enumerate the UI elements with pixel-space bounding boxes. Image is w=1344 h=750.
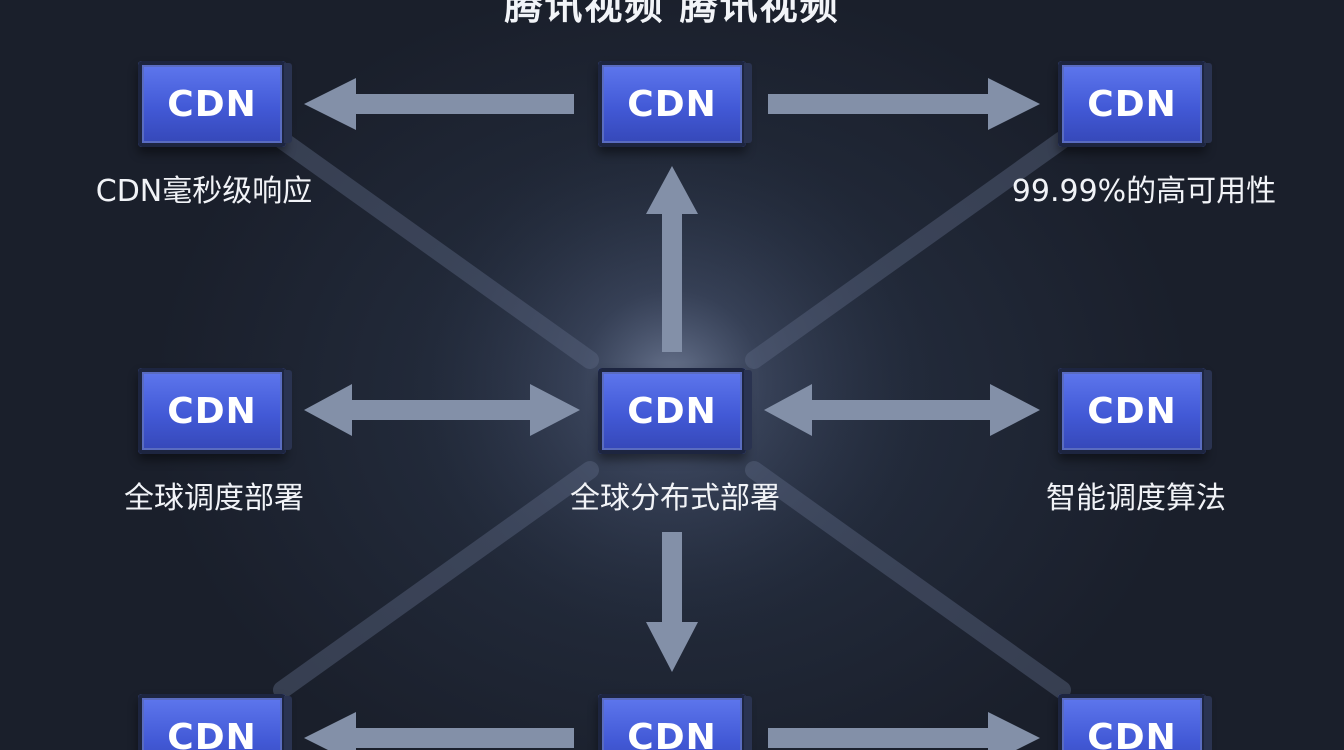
caption-center: 全球分布式部署 — [570, 481, 780, 516]
diagonal-links — [273, 131, 1071, 699]
link-bottom-left — [273, 461, 599, 699]
cdn-node-bottom-center: CDN — [598, 694, 752, 750]
cdn-node-top-right: CDN — [1058, 61, 1212, 147]
cdn-node-label: CDN — [167, 390, 257, 432]
cdn-node-middle-left: CDN — [138, 368, 292, 454]
arrow-bottom-to-right — [768, 712, 1040, 750]
cdn-node-top-center: CDN — [598, 61, 752, 147]
cdn-node-top-left: CDN — [138, 61, 292, 147]
link-bottom-right — [745, 461, 1071, 699]
arrow-top-to-right — [768, 78, 1040, 130]
link-top-left — [273, 131, 599, 369]
arrow-bottom-to-left — [304, 712, 574, 750]
arrow-center-down — [646, 532, 698, 672]
caption-middle-left: 全球调度部署 — [124, 481, 304, 516]
arrow-top-to-left — [304, 78, 574, 130]
cdn-node-bottom-left: CDN — [138, 694, 292, 750]
cdn-node-label: CDN — [627, 83, 717, 125]
cdn-node-label: CDN — [627, 390, 717, 432]
cdn-node-label: CDN — [167, 716, 257, 750]
arrow-middle-right — [764, 384, 1040, 436]
cdn-node-label: CDN — [1087, 390, 1177, 432]
cdn-node-label: CDN — [1087, 83, 1177, 125]
caption-top-left: CDN毫秒级响应 — [95, 174, 313, 209]
caption-middle-right: 智能调度算法 — [1046, 481, 1226, 516]
cdn-node-center: CDN — [598, 368, 752, 454]
caption-top-right: 99.99%的高可用性 — [1011, 174, 1277, 209]
arrows — [304, 78, 1040, 750]
diagram-title: 腾讯视频 腾讯视频 — [504, 0, 840, 28]
cdn-node-label: CDN — [167, 83, 257, 125]
cdn-node-label: CDN — [1087, 716, 1177, 750]
cdn-node-middle-right: CDN — [1058, 368, 1212, 454]
cdn-node-bottom-right: CDN — [1058, 694, 1212, 750]
link-top-right — [745, 131, 1071, 369]
arrow-center-up — [646, 166, 698, 352]
cdn-node-label: CDN — [627, 716, 717, 750]
arrow-middle-left — [304, 384, 580, 436]
